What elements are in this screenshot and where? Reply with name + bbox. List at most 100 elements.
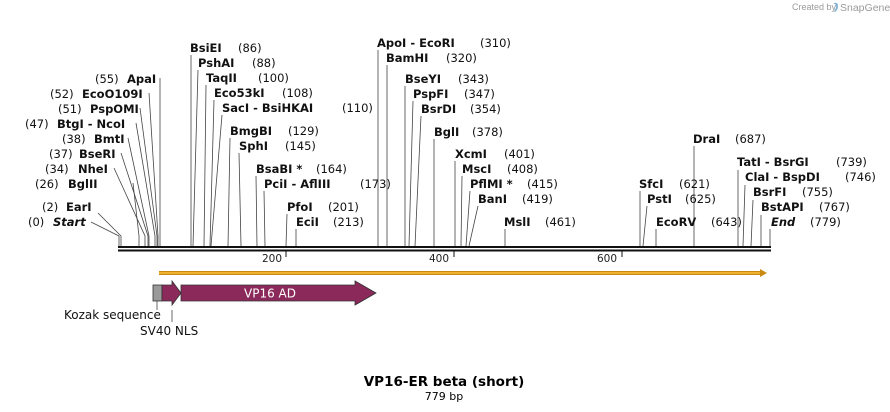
site-pos: (643) <box>711 215 742 229</box>
site-pos: (86) <box>238 41 262 55</box>
brand-created-by: Created by <box>792 2 837 12</box>
site-name[interactable]: Eco53kI <box>214 86 265 100</box>
site-name[interactable]: ApaI <box>127 72 156 86</box>
feature-label-vp16-ad: VP16 AD <box>244 287 296 301</box>
site-name[interactable]: PspOMI <box>90 102 139 116</box>
site-name[interactable]: TatI - BsrGI <box>737 155 809 169</box>
site-name[interactable]: PfoI <box>287 200 313 214</box>
feature-kozak-sequence[interactable] <box>152 284 163 302</box>
site-name[interactable]: BmgBI <box>230 124 272 138</box>
site-pos: (37) <box>49 147 73 161</box>
site-name[interactable]: TaqII <box>206 71 237 85</box>
site-name[interactable]: PciI - AflIII <box>264 177 331 191</box>
site-pos: (129) <box>288 124 319 138</box>
site-pos: (34) <box>45 162 69 176</box>
map-title: VP16-ER beta (short) <box>364 374 525 390</box>
ruler-tick-label: 200 <box>262 253 282 265</box>
feature-sv40-nls[interactable] <box>161 279 182 307</box>
site-leader-lines <box>90 50 771 247</box>
site-pos: (621) <box>679 177 710 191</box>
map-length: 779 bp <box>425 390 463 403</box>
site-pos: (173) <box>360 177 391 191</box>
site-name[interactable]: PstI <box>647 192 672 206</box>
site-name[interactable]: BseRI <box>79 147 116 161</box>
site-pos: (767) <box>819 200 850 214</box>
site-name[interactable]: SphI <box>239 139 268 153</box>
site-pos: (755) <box>802 185 833 199</box>
site-pos: (201) <box>328 200 359 214</box>
site-pos: (145) <box>285 139 316 153</box>
end-name-start: Start <box>53 215 86 229</box>
site-pos: (746) <box>845 170 876 184</box>
site-pos: (51) <box>58 102 82 116</box>
site-pos: (739) <box>836 155 867 169</box>
site-pos: (687) <box>735 132 766 146</box>
site-pos: (164) <box>316 162 347 176</box>
site-name[interactable]: DraI <box>693 132 720 146</box>
site-pos: (343) <box>458 72 489 86</box>
site-name[interactable]: BmtI <box>94 132 125 146</box>
site-name[interactable]: EcoRV <box>656 215 696 229</box>
site-name[interactable]: MslI <box>504 215 531 229</box>
site-pos: (408) <box>507 162 538 176</box>
site-pos: (419) <box>522 192 553 206</box>
site-pos: (2) <box>42 200 58 214</box>
site-name[interactable]: BsrFI <box>753 185 786 199</box>
site-name[interactable]: XcmI <box>455 147 487 161</box>
site-pos: (52) <box>50 87 74 101</box>
site-name[interactable]: PshAI <box>198 56 234 70</box>
site-pos: (47) <box>25 117 49 131</box>
site-name[interactable]: SacI - BsiHKAI <box>222 101 313 115</box>
site-pos: (354) <box>470 102 501 116</box>
site-pos: (461) <box>545 215 576 229</box>
site-name[interactable]: ClaI - BspDI <box>745 170 820 184</box>
site-pos: (347) <box>464 87 495 101</box>
site-pos: (26) <box>35 177 59 191</box>
site-pos: (108) <box>282 86 313 100</box>
sequence-backbone <box>118 246 771 252</box>
site-name[interactable]: MscI <box>462 162 491 176</box>
site-name[interactable]: BglI <box>434 125 459 139</box>
site-name[interactable]: BseYI <box>405 72 441 86</box>
site-pos: (38) <box>62 132 86 146</box>
snapgene-logo-icon <box>834 2 838 12</box>
feature-label-sv40-nls: SV40 NLS <box>140 324 198 338</box>
site-name[interactable]: BsaBI * <box>256 162 302 176</box>
site-name[interactable]: EciI <box>296 215 319 229</box>
feature-label-kozak: Kozak sequence <box>64 308 161 322</box>
site-name[interactable]: EcoO109I <box>82 87 143 101</box>
site-name[interactable]: BstAPI <box>761 200 804 214</box>
site-pos: (320) <box>446 51 477 65</box>
site-name[interactable]: ApoI - EcoRI <box>377 36 455 50</box>
orf-arrow[interactable] <box>159 269 767 277</box>
site-name[interactable]: BglII <box>68 177 98 191</box>
ruler-tick-label: 600 <box>597 253 617 265</box>
site-name[interactable]: NheI <box>78 162 108 176</box>
brand-name: SnapGene <box>840 2 890 14</box>
end-pos: (0) <box>28 215 44 229</box>
site-pos: (415) <box>527 177 558 191</box>
end-pos: (779) <box>810 215 841 229</box>
site-pos: (401) <box>504 147 535 161</box>
site-name[interactable]: BanI <box>478 192 507 206</box>
site-name[interactable]: BamHI <box>386 51 428 65</box>
site-name[interactable]: BsrDI <box>421 102 456 116</box>
site-name[interactable]: PflMI * <box>470 177 513 191</box>
site-pos: (213) <box>333 215 364 229</box>
site-name[interactable]: SfcI <box>639 177 663 191</box>
ruler-tick-label: 400 <box>429 253 449 265</box>
site-name[interactable]: BtgI - NcoI <box>57 117 125 131</box>
site-pos: (378) <box>472 125 503 139</box>
site-pos: (625) <box>685 192 716 206</box>
site-name[interactable]: EarI <box>66 200 92 214</box>
site-name[interactable]: BsiEI <box>190 41 222 55</box>
site-pos: (110) <box>342 101 373 115</box>
site-pos: (88) <box>252 56 276 70</box>
site-pos: (310) <box>480 36 511 50</box>
site-name[interactable]: PspFI <box>413 87 448 101</box>
site-pos: (100) <box>258 71 289 85</box>
end-name-end: End <box>771 215 796 229</box>
ruler-tick-marks <box>285 251 623 257</box>
feature-vp16-ad[interactable] <box>180 280 377 306</box>
